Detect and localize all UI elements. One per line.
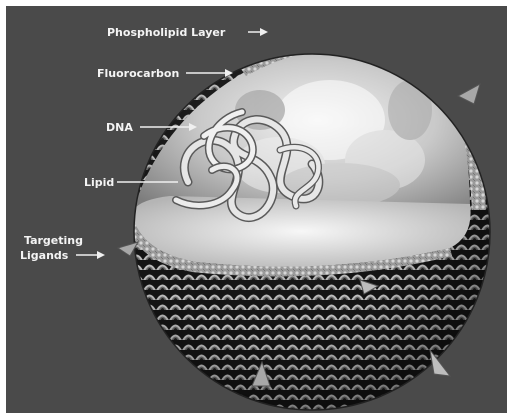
label-phospholipid-text: Phospholipid Layer (107, 26, 226, 39)
label-dna-text: DNA (106, 121, 133, 134)
label-targeting-line2: Ligands (20, 249, 69, 262)
label-targeting-line1: Targeting (24, 234, 83, 247)
label-fluorocarbon-text: Fluorocarbon (97, 67, 179, 80)
label-lipid-text: Lipid (84, 176, 114, 189)
